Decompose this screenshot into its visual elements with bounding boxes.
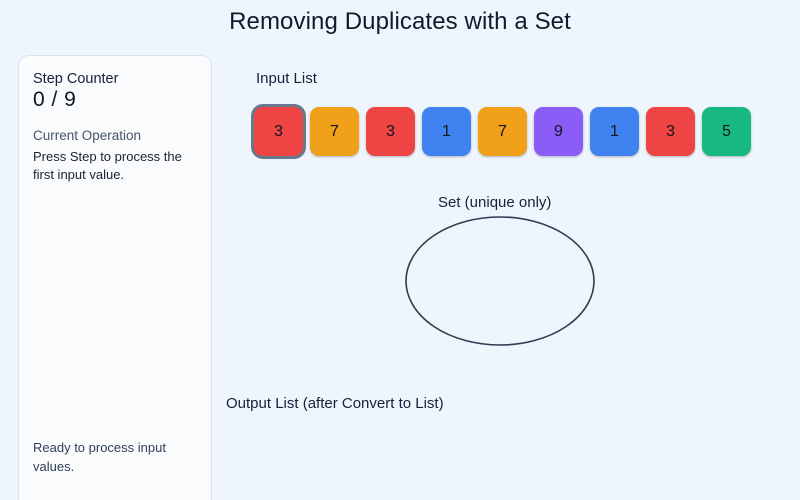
input-tile-value: 3 bbox=[274, 122, 283, 140]
step-counter-label: Step Counter bbox=[33, 71, 119, 87]
status-message: Ready to process input values. bbox=[33, 440, 166, 474]
input-tile-value: 9 bbox=[554, 122, 563, 140]
input-tile-value: 5 bbox=[722, 122, 731, 140]
input-tile[interactable]: 7 bbox=[310, 107, 359, 156]
set-container bbox=[402, 213, 598, 349]
step-counter-value: 0 / 9 bbox=[33, 88, 77, 111]
input-tile[interactable]: 7 bbox=[478, 107, 527, 156]
status-panel: Step Counter 0 / 9 Current Operation Pre… bbox=[18, 55, 212, 500]
input-tile[interactable]: 5 bbox=[702, 107, 751, 156]
input-tile-value: 3 bbox=[386, 122, 395, 140]
page-title: Removing Duplicates with a Set bbox=[229, 8, 571, 35]
set-label: Set (unique only) bbox=[438, 194, 552, 211]
input-tile-value: 3 bbox=[666, 122, 675, 140]
current-operation-label: Current Operation bbox=[33, 128, 142, 143]
input-tile[interactable]: 9 bbox=[534, 107, 583, 156]
set-ellipse bbox=[405, 216, 595, 346]
input-tile[interactable]: 3 bbox=[254, 107, 303, 156]
input-tile-value: 1 bbox=[442, 122, 451, 140]
input-tile[interactable]: 3 bbox=[646, 107, 695, 156]
input-tile[interactable]: 3 bbox=[366, 107, 415, 156]
input-tile-value: 1 bbox=[610, 122, 619, 140]
input-list-label: Input List bbox=[256, 70, 317, 87]
current-operation-text: Press Step to process the first input va… bbox=[33, 149, 182, 183]
input-tile[interactable]: 1 bbox=[422, 107, 471, 156]
input-tile-value: 7 bbox=[498, 122, 507, 140]
input-tile[interactable]: 1 bbox=[590, 107, 639, 156]
input-tile-value: 7 bbox=[330, 122, 339, 140]
output-list-label: Output List (after Convert to List) bbox=[226, 395, 444, 412]
